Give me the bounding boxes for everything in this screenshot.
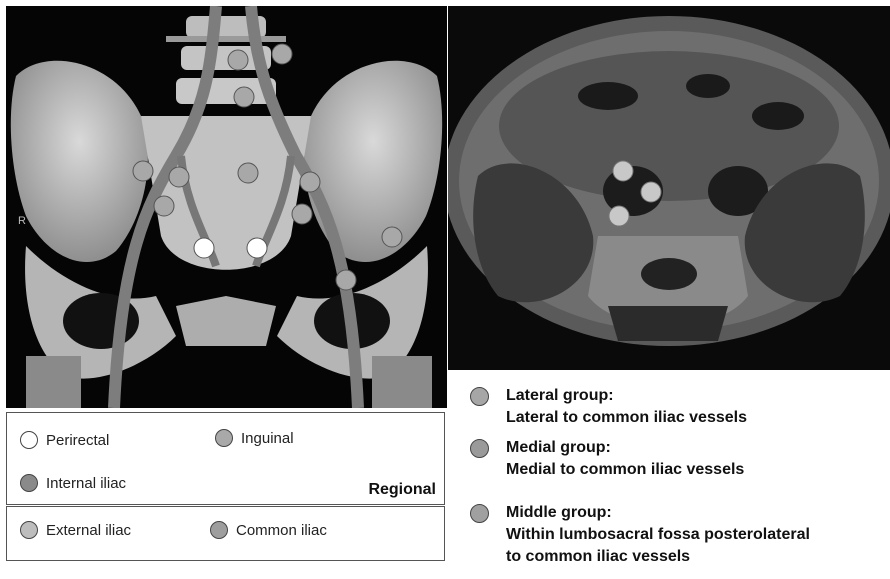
legend-regional: Perirectal Inguinal Internal iliac Regio…: [6, 412, 445, 505]
middle-group-desc: Within lumbosacral fossa posterolateral: [506, 524, 810, 546]
middle-group-desc-2: to common iliac vessels: [506, 546, 810, 568]
legend-label-perirectal: Perirectal: [46, 432, 109, 449]
regional-label: Regional: [368, 481, 436, 499]
common-iliac-marker-icon: [210, 521, 228, 539]
medial-group-title: Medial group:: [506, 437, 744, 459]
legend-item-internal-iliac: Internal iliac: [20, 474, 126, 492]
legend-label-external-iliac: External iliac: [46, 522, 131, 539]
lateral-group-marker-icon: [470, 387, 489, 406]
middle-group-marker-icon: [470, 504, 489, 523]
legend-iliac: External iliac Common iliac: [6, 506, 445, 561]
legend-label-internal-iliac: Internal iliac: [46, 475, 126, 492]
group-middle: Middle group: Within lumbosacral fossa p…: [470, 502, 810, 568]
group-medial: Medial group: Medial to common iliac ves…: [470, 437, 744, 481]
legend-label-common-iliac: Common iliac: [236, 522, 327, 539]
ct-pelvis-image: R: [6, 6, 447, 408]
mri-axial-graphic: [448, 6, 890, 370]
middle-group-title: Middle group:: [506, 502, 810, 524]
legend-item-perirectal: Perirectal: [20, 431, 109, 449]
medial-group-marker-icon: [470, 439, 489, 458]
internal-iliac-marker-icon: [20, 474, 38, 492]
medial-group-desc: Medial to common iliac vessels: [506, 459, 744, 481]
external-iliac-marker-icon: [20, 521, 38, 539]
legend-label-inguinal: Inguinal: [241, 430, 294, 447]
group-lateral: Lateral group: Lateral to common iliac v…: [470, 385, 747, 429]
ct-pelvis-graphic: [6, 6, 447, 408]
mri-axial-image: [448, 6, 890, 370]
legend-item-common-iliac: Common iliac: [210, 521, 327, 539]
legend-item-external-iliac: External iliac: [20, 521, 131, 539]
lateral-group-title: Lateral group:: [506, 385, 747, 407]
lateral-group-desc: Lateral to common iliac vessels: [506, 407, 747, 429]
legend-item-inguinal: Inguinal: [215, 429, 294, 447]
perirectal-marker-icon: [20, 431, 38, 449]
inguinal-marker-icon: [215, 429, 233, 447]
side-label-r: R: [18, 215, 26, 227]
